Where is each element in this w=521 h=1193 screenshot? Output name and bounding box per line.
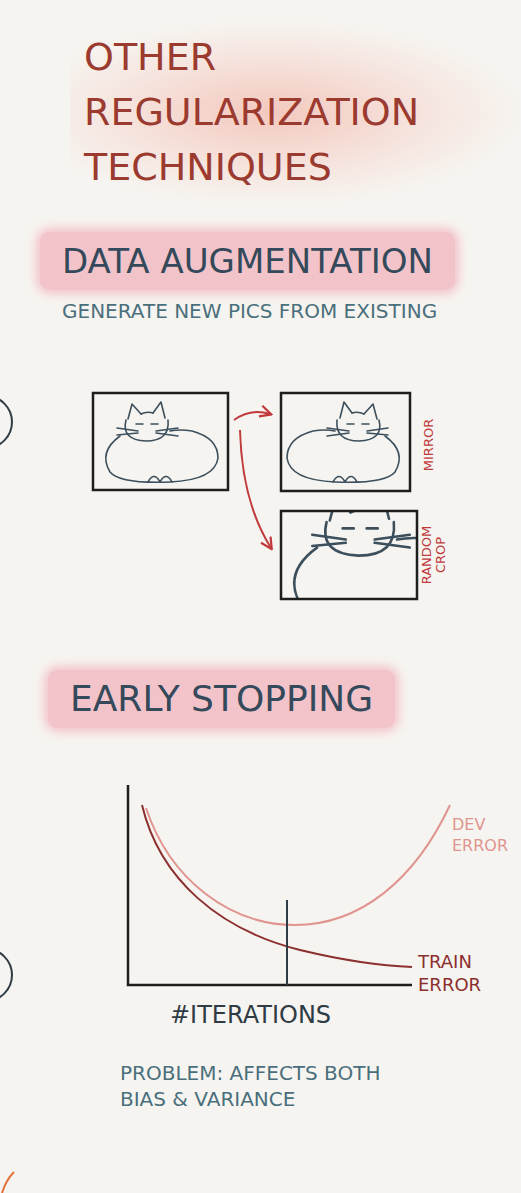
section-heading: DATA AUGMENTATION [62, 239, 433, 283]
mirrored-cat-sketch [287, 402, 399, 482]
cropped-cat-sketch [294, 511, 417, 599]
chart-axes [128, 785, 412, 985]
image-frame [93, 393, 228, 490]
augmentation-label: MIRROR [422, 419, 436, 471]
dev-error-curve [146, 805, 450, 925]
train-error-curve [142, 805, 412, 967]
image-frame [281, 393, 410, 491]
section-band: DATA AUGMENTATION [40, 232, 455, 290]
bullet-circle [0, 396, 12, 448]
image-frame [281, 511, 417, 599]
axis-label: #ITERATIONS [170, 1000, 331, 1031]
section-heading: EARLY STOPPING [70, 677, 373, 721]
stop-marker [286, 900, 288, 985]
curve-label: TRAIN ERROR [418, 950, 503, 997]
page-title: OTHER REGULARIZATION TECHNIQUES [70, 22, 518, 203]
section-band: EARLY STOPPING [48, 670, 395, 728]
bullet-circle [0, 949, 12, 1001]
pen-mark [2, 1172, 14, 1193]
arrow [234, 412, 270, 420]
arrow [240, 430, 271, 548]
augmentation-label: RANDOM CROP [420, 523, 449, 587]
subtitle: GENERATE NEW PICS FROM EXISTING [62, 298, 437, 324]
note: PROBLEM: AFFECTS BOTH BIAS & VARIANCE [120, 1060, 420, 1112]
cat-sketch [106, 402, 218, 482]
curve-label: DEV ERROR [452, 815, 514, 857]
